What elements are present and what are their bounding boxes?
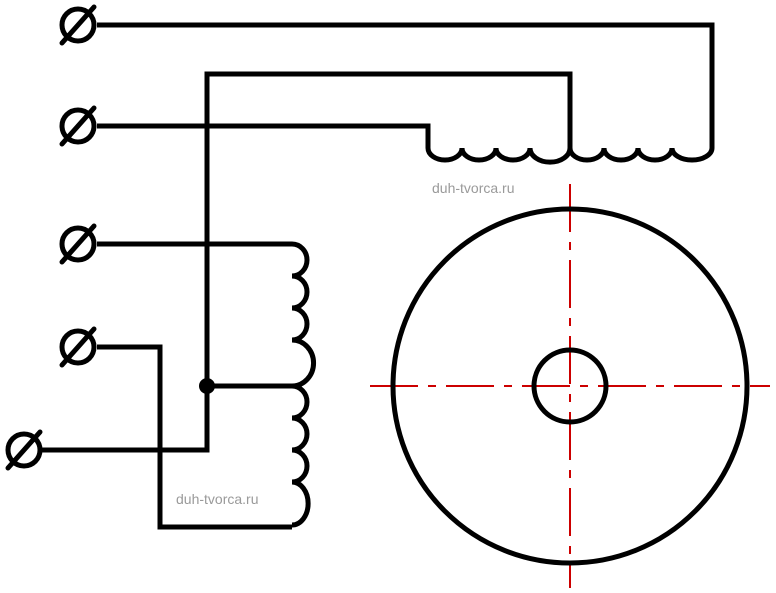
upper-coil-center-tap: [204, 71, 573, 386]
wire-terminal-2: [97, 123, 431, 148]
terminal-3: [59, 223, 97, 265]
wire-terminal-4: [97, 344, 292, 530]
terminal-5: [5, 429, 43, 471]
terminal-1: [59, 4, 97, 46]
watermark-top: duh-tvorca.ru: [432, 180, 514, 196]
rotor-disk: [370, 184, 770, 588]
rotor-outer-circle: [390, 206, 750, 566]
lower-winding: [40, 241, 316, 530]
lower-coil: [291, 241, 316, 528]
rotor-hub-circle: [531, 347, 609, 425]
upper-winding: [97, 22, 715, 386]
wire-terminal-1: [97, 22, 715, 148]
wire-terminal-5: [40, 386, 210, 453]
junction-dot: [199, 378, 215, 394]
upper-coil: [425, 147, 715, 165]
terminal-2: [59, 105, 97, 147]
watermark-bottom: duh-tvorca.ru: [176, 491, 258, 507]
terminal-4: [59, 326, 97, 368]
